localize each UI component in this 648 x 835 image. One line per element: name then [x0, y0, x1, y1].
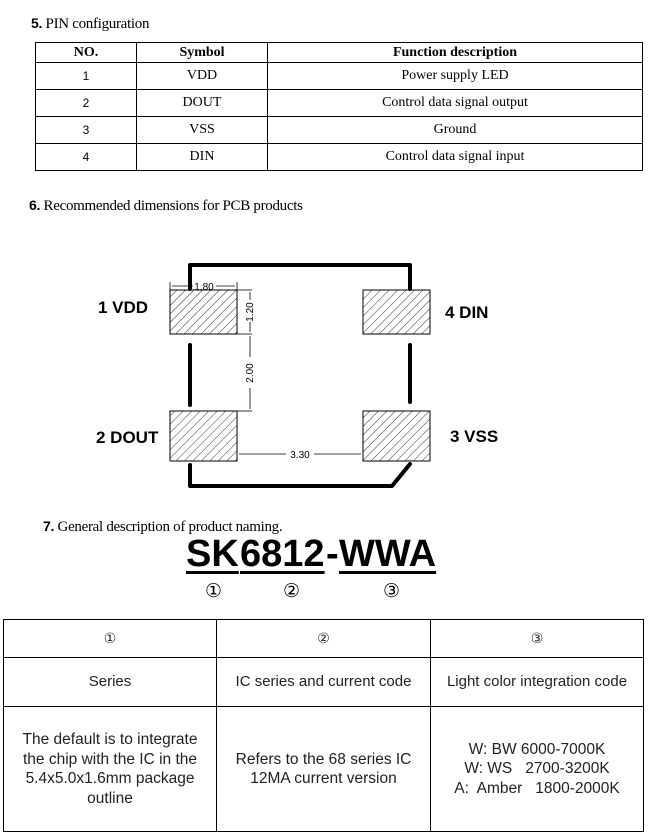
naming-title-row: Series IC series and current code Light … [3, 657, 644, 707]
naming-title-ic: IC series and current code [216, 657, 431, 707]
naming-title-color: Light color integration code [430, 657, 644, 707]
name-part-ic: 6812 [240, 533, 325, 575]
pin-symbol: VSS [136, 116, 268, 144]
naming-marker-1: ① [3, 619, 217, 658]
product-name: SK 6812 - WWA [0, 534, 648, 578]
naming-desc-series: The default is to integrate the chip wit… [3, 706, 217, 832]
table-row: 2 DOUT Control data signal output [35, 89, 643, 117]
section7-heading: 7. General description of product naming… [43, 518, 283, 536]
section5-number: 5. [31, 15, 43, 31]
dimension-pad-width [169, 282, 238, 290]
naming-desc-colors: W: BW 6000-7000K W: WS 2700-3200K A: Amb… [430, 706, 644, 832]
pad-label-4-din: 4 DIN [445, 303, 488, 322]
section7-title: General description of product naming. [57, 519, 283, 535]
dim-pad-width-label: 1.80 [194, 282, 214, 293]
pad-3-vss [362, 410, 431, 462]
dimension-pad-height [237, 289, 252, 335]
pin-configuration-table: NO. Symbol Function description 1 VDD Po… [35, 42, 643, 171]
pad-label-1-vdd: 1 VDD [98, 298, 148, 317]
dim-pad-height-label: 1.20 [245, 302, 256, 322]
pad-4-din [362, 289, 431, 335]
color-option: W: BW 6000-7000K [468, 740, 606, 758]
pin-function: Ground [267, 116, 643, 144]
table-row: 1 VDD Power supply LED [35, 62, 643, 90]
color-option: A: Amber 1800-2000K [454, 779, 620, 797]
table-header-row: NO. Symbol Function description [35, 42, 643, 63]
marker-2: ② [283, 580, 301, 602]
marker-3: ③ [383, 580, 401, 602]
pin-function: Power supply LED [267, 62, 643, 90]
naming-marker-3: ③ [430, 619, 644, 658]
pin-symbol: DIN [136, 143, 268, 171]
section6-heading: 6. Recommended dimensions for PCB produc… [29, 197, 303, 215]
dim-pad-gap-h-label: 3.30 [290, 450, 310, 461]
section7-number: 7. [43, 518, 55, 534]
name-part-color: WWA [339, 533, 437, 575]
section6-title: Recommended dimensions for PCB products [43, 198, 303, 214]
outline-top [188, 263, 412, 291]
naming-desc-ic: Refers to the 68 series IC 12MA current … [216, 706, 431, 832]
outline-bottom [188, 462, 412, 488]
section5-title: PIN configuration [45, 16, 150, 32]
naming-marker-2: ② [216, 619, 431, 658]
header-symbol: Symbol [136, 42, 268, 63]
pin-function: Control data signal output [267, 89, 643, 117]
table-row: 3 VSS Ground [35, 116, 643, 144]
section5-heading: 5. PIN configuration [31, 15, 149, 33]
name-separator: - [326, 533, 339, 575]
pad-label-2-dout: 2 DOUT [96, 428, 159, 447]
pad-2-dout [169, 410, 238, 462]
dim-pad-gap-v-label: 2.00 [245, 363, 256, 383]
naming-table: ① ② ③ Series IC series and current code … [3, 619, 644, 832]
pad-label-3-vss: 3 VSS [450, 427, 498, 446]
dimension-pad-gap-v [237, 336, 252, 412]
table-row: 4 DIN Control data signal input [35, 143, 643, 171]
header-no: NO. [35, 42, 137, 63]
naming-title-series: Series [3, 657, 217, 707]
pad-1-vdd [169, 289, 238, 335]
name-part-series: SK [186, 533, 239, 575]
naming-desc-row: The default is to integrate the chip wit… [3, 706, 644, 832]
pin-no: 3 [35, 116, 137, 144]
color-option: W: WS 2700-3200K [464, 760, 610, 778]
section6-number: 6. [29, 197, 41, 213]
pin-function: Control data signal input [267, 143, 643, 171]
naming-marker-row: ① ② ③ [3, 619, 644, 658]
pin-no: 4 [35, 143, 137, 171]
marker-1: ① [205, 580, 223, 602]
